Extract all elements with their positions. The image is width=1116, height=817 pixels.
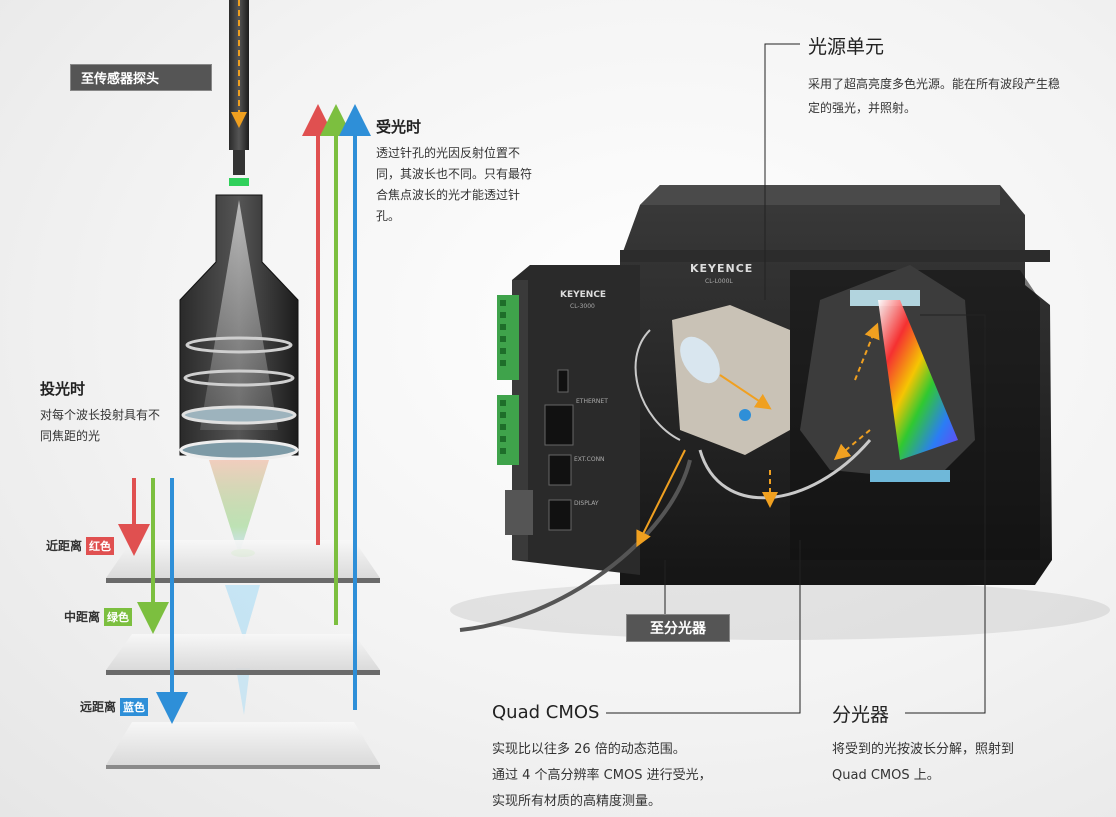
port-display-label: DISPLAY [574,500,599,507]
receiving-arrows [302,104,371,710]
chip-green: 绿色 [104,608,133,626]
spectrometer-line-2: Quad CMOS 上。 [832,768,940,783]
receiving-desc: 透过针孔的光因反射位置不同，其波长也不同。只有最符合焦点波长的光才能透过针孔。 [376,146,533,223]
device-brand-ctrl: KEYENCE [560,290,607,300]
spectrometer-line-1: 将受到的光按波长分解，照射到 [832,742,1015,757]
device-model-main: CL-L000L [705,278,733,285]
receiving-title: 受光时 [376,118,422,136]
sensor-probe-tag: 至传感器探头 [70,64,212,91]
device-brand-main: KEYENCE [690,262,754,275]
spectrometer-title: 分光器 [832,704,890,726]
port-ext-label: EXT.CONN [574,456,605,463]
emitting-desc: 对每个波长投射具有不同焦距的光 [40,408,161,443]
controller-device [450,185,1110,640]
quad-cmos-line-2: 通过 4 个高分辨率 CMOS 进行受光， [492,768,712,783]
distance-mid: 中距离绿色 [64,608,133,626]
light-source-title: 光源单元 [808,36,885,58]
distance-near-label: 近距离 [46,539,83,553]
sensor-probe [179,0,299,715]
distance-mid-label: 中距离 [64,610,101,624]
chip-red: 红色 [86,537,115,555]
distance-far-label: 远距离 [80,700,117,714]
measurement-plates [106,540,380,769]
emitting-arrows [118,478,188,724]
spectrometer-tag: 至分光器 [626,614,730,642]
device-model-ctrl: CL-3000 [570,303,595,310]
distance-far: 远距离蓝色 [80,698,149,716]
chip-blue: 蓝色 [120,698,149,716]
quad-cmos-line-3: 实现所有材质的高精度测量。 [492,794,662,809]
emitting-title: 投光时 [40,380,86,398]
callout-lines [606,43,986,714]
distance-near: 近距离红色 [46,537,115,555]
port-ethernet-label: ETHERNET [576,398,608,405]
quad-cmos-title: Quad CMOS [492,702,600,723]
light-source-desc: 采用了超高亮度多色光源。能在所有波段产生稳定的强光，并照射。 [808,77,1061,115]
quad-cmos-line-1: 实现比以往多 26 倍的动态范围。 [492,742,686,757]
